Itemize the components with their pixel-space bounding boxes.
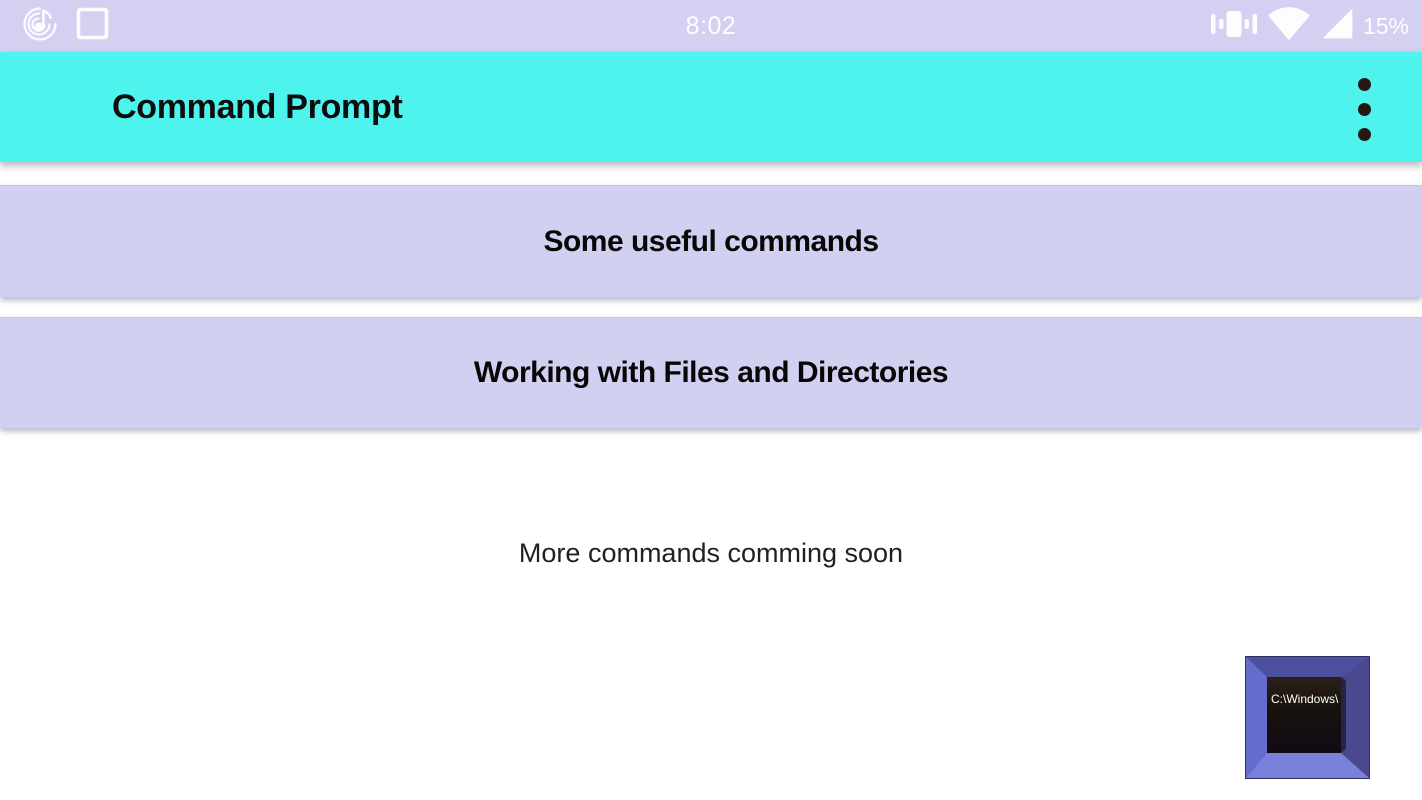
music-note-icon bbox=[20, 3, 60, 50]
battery-percentage: 15% bbox=[1362, 12, 1409, 39]
menu-button-some-useful-commands[interactable]: Some useful commands bbox=[0, 185, 1422, 297]
command-prompt-monitor-icon: C:\Windows\ bbox=[1245, 656, 1370, 779]
system-status-icons: 15% bbox=[1210, 0, 1409, 52]
app-title: Command Prompt bbox=[112, 87, 403, 126]
cell-signal-icon bbox=[1321, 7, 1354, 45]
app-bar: Command Prompt bbox=[0, 52, 1422, 162]
command-prompt-logo: C:\Windows\ bbox=[1245, 656, 1370, 779]
overflow-menu-button[interactable] bbox=[1344, 68, 1384, 150]
menu-button-working-with-files-and-directories[interactable]: Working with Files and Directories bbox=[0, 317, 1422, 428]
menu-button-label: Some useful commands bbox=[543, 224, 879, 258]
logo-screen-text: C:\Windows\ bbox=[1271, 692, 1339, 706]
status-bar: 8:02 15% bbox=[0, 0, 1422, 52]
screenshot-square-icon bbox=[76, 7, 109, 45]
notification-icons bbox=[20, 0, 109, 52]
wifi-icon bbox=[1266, 6, 1312, 46]
vibrate-icon bbox=[1210, 9, 1257, 44]
menu-button-label: Working with Files and Directories bbox=[473, 356, 949, 389]
coming-soon-text: More commands comming soon bbox=[518, 538, 904, 568]
status-bar-clock: 8:02 bbox=[685, 11, 737, 40]
